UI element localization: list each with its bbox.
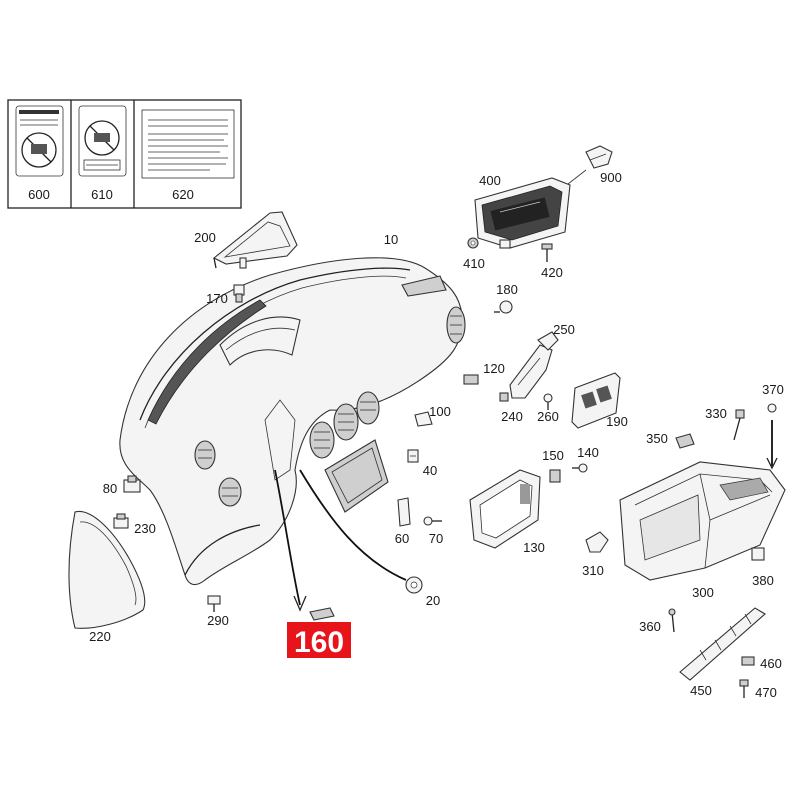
label-230: 230 [134, 521, 156, 536]
part-180-screw [494, 300, 513, 314]
label-410: 410 [463, 256, 485, 271]
vent-center-right-icon [356, 391, 380, 425]
part-170-clip [233, 284, 245, 303]
label-350: 350 [646, 431, 668, 446]
part-220-end-cap [68, 510, 146, 629]
part-290-clip [207, 595, 221, 612]
label-120: 120 [483, 361, 505, 376]
part-120-clip [463, 374, 479, 385]
label-470: 470 [755, 685, 777, 700]
part-200-trim [212, 211, 298, 269]
part-460-clip [741, 656, 755, 666]
label-260: 260 [537, 409, 559, 424]
part-130-frame [469, 469, 541, 549]
part-900-connector [567, 145, 613, 185]
label-200: 200 [194, 230, 216, 245]
part-20-nut [405, 576, 423, 594]
label-20: 20 [426, 593, 440, 608]
label-900: 900 [600, 170, 622, 185]
label-400: 400 [479, 173, 501, 188]
sticker-box [7, 99, 242, 209]
part-240-bracket [499, 344, 553, 402]
label-310: 310 [582, 563, 604, 578]
part-330-screw [733, 409, 745, 441]
part-420-screw [541, 243, 553, 262]
label-60: 60 [395, 531, 409, 546]
label-360: 360 [639, 619, 661, 634]
part-260-screw [543, 393, 553, 410]
part-400-cluster [474, 177, 571, 249]
sticker-620-icon [141, 109, 235, 179]
part-140-clip [572, 463, 588, 473]
part-190-switch-panel [571, 372, 621, 429]
label-610: 610 [91, 187, 113, 202]
label-600: 600 [28, 187, 50, 202]
label-290: 290 [207, 613, 229, 628]
vent-left-icon [194, 440, 216, 470]
part-350-clip [675, 433, 695, 449]
label-330: 330 [705, 406, 727, 421]
sticker-610-icon [78, 105, 127, 177]
label-190: 190 [606, 414, 628, 429]
sticker-600-icon [15, 105, 64, 177]
part-250-bracket [537, 331, 559, 351]
part-410-nut [467, 237, 479, 249]
part-370-screw [767, 403, 777, 413]
callout-labels: 600 610 620 200 10 170 400 900 410 420 1… [28, 170, 784, 700]
vent-right-icon [446, 306, 466, 344]
part-150-clip [549, 469, 561, 483]
highlight-160-box[interactable] [287, 622, 351, 658]
label-140: 140 [577, 445, 599, 460]
part-60-clip [397, 497, 411, 527]
label-250: 250 [553, 322, 575, 337]
part-360-screw [668, 608, 676, 633]
part-450-rail [679, 607, 766, 681]
label-40: 40 [423, 463, 437, 478]
leader-line-20 [299, 469, 407, 581]
part-80-clip [123, 475, 141, 493]
label-300: 300 [692, 585, 714, 600]
label-620: 620 [172, 187, 194, 202]
label-420: 420 [541, 265, 563, 280]
highlight-160-label: 160 [294, 626, 344, 659]
label-10: 10 [384, 232, 398, 247]
part-310-latch [585, 531, 609, 553]
vent-center-mid-icon [333, 403, 359, 441]
part-380-bumper [751, 547, 765, 561]
part-470-screw [739, 679, 749, 698]
label-70: 70 [429, 531, 443, 546]
label-130: 130 [523, 540, 545, 555]
label-180: 180 [496, 282, 518, 297]
label-170: 170 [206, 291, 228, 306]
part-70-screw [423, 516, 442, 526]
part-100-clip [414, 411, 433, 427]
label-460: 460 [760, 656, 782, 671]
leader-line-160 [274, 469, 301, 606]
label-450: 450 [690, 683, 712, 698]
part-300-glove-box [619, 461, 786, 581]
label-220: 220 [89, 629, 111, 644]
label-100: 100 [429, 404, 451, 419]
label-380: 380 [752, 573, 774, 588]
part-230-clip [113, 513, 129, 529]
vent-center-left-icon [309, 421, 335, 459]
label-240: 240 [501, 409, 523, 424]
part-160-clip [309, 607, 335, 621]
vent-lower-left-icon [218, 477, 242, 507]
label-80: 80 [103, 481, 117, 496]
label-370: 370 [762, 382, 784, 397]
part-40-clip [407, 449, 419, 463]
label-150: 150 [542, 448, 564, 463]
part-10-dashboard [119, 257, 466, 586]
